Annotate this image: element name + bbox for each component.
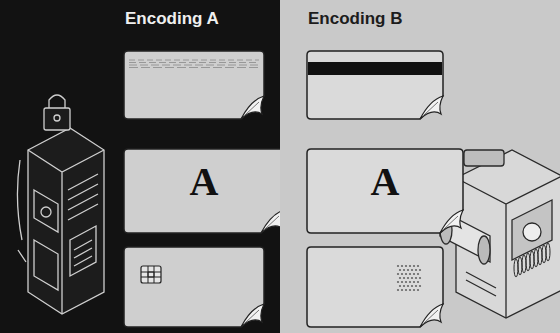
card: A xyxy=(123,148,280,234)
encoding-panel: Encoding B A xyxy=(280,0,560,333)
card-letter: A xyxy=(123,158,280,205)
card-letter: A xyxy=(306,158,464,205)
encoding-panel: Encoding A A xyxy=(0,0,280,333)
column-heading: Encoding A xyxy=(125,9,219,29)
column-heading: Encoding B xyxy=(308,9,402,29)
card: A xyxy=(306,148,464,234)
